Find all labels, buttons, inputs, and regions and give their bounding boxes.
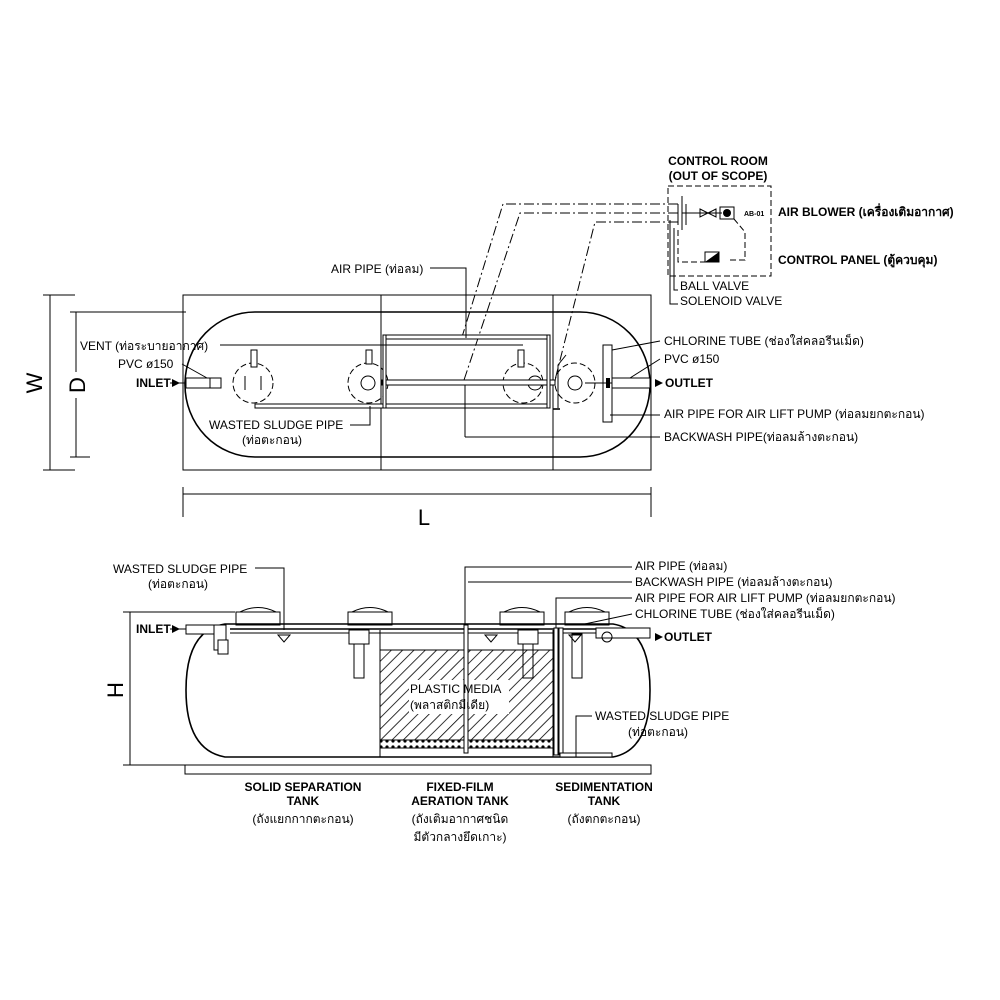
plan-air-header-top bbox=[384, 334, 551, 340]
plan-air-lift-label: AIR PIPE FOR AIR LIFT PUMP (ท่อลมยกตะกอน… bbox=[664, 407, 925, 421]
section-manhole-3 bbox=[499, 607, 545, 626]
section-tank-outline bbox=[185, 623, 651, 758]
svg-text:มีตัวกลางยึดเกาะ): มีตัวกลางยึดเกาะ) bbox=[413, 830, 506, 844]
plan-outlet-label: OUTLET bbox=[665, 376, 714, 390]
svg-text:SOLID SEPARATION: SOLID SEPARATION bbox=[245, 780, 362, 794]
tank-label-solid-separation: SOLID SEPARATION TANK (ถังแยกกากตะกอน) bbox=[245, 780, 362, 826]
dim-h-label: H bbox=[103, 682, 128, 698]
control-room-scope: (OUT OF SCOPE) bbox=[669, 169, 768, 183]
section-base-slab bbox=[184, 764, 652, 775]
plastic-media-label: PLASTIC MEDIA bbox=[410, 682, 501, 696]
plan-outlet-pipe bbox=[611, 377, 651, 389]
solenoid-valve-label: SOLENOID VALVE bbox=[680, 294, 782, 308]
svg-text:FIXED-FILM: FIXED-FILM bbox=[426, 780, 493, 794]
plan-chlorine-tube-label: CHLORINE TUBE (ช่องใส่คลอรีนเม็ด) bbox=[664, 333, 864, 348]
ball-valve-label: BALL VALVE bbox=[680, 279, 749, 293]
plan-dimension-l: L bbox=[182, 487, 652, 530]
svg-text:TANK: TANK bbox=[287, 794, 320, 808]
tank-label-sedimentation: SEDIMENTATION TANK (ถังตกตะกอน) bbox=[555, 780, 653, 826]
air-blower-label: AIR BLOWER (เครื่องเติมอากาศ) bbox=[778, 203, 954, 219]
control-panel-symbol bbox=[677, 230, 720, 263]
section-manhole-4 bbox=[564, 607, 610, 626]
control-room-title: CONTROL ROOM bbox=[668, 154, 768, 168]
control-room: CONTROL ROOM (OUT OF SCOPE) AB-01 AIR BL… bbox=[667, 154, 954, 308]
control-panel-label: CONTROL PANEL (ตู้ควบคุม) bbox=[778, 253, 937, 268]
svg-text:(ถังเติมอากาศชนิด: (ถังเติมอากาศชนิด bbox=[412, 812, 509, 826]
plan-air-header-mid bbox=[381, 379, 556, 386]
control-room-air-pipes bbox=[461, 203, 678, 381]
plan-inlet-label: INLET bbox=[136, 376, 171, 390]
plan-manhole-1 bbox=[232, 362, 274, 404]
svg-text:(ถังแยกกากตะกอน): (ถังแยกกากตะกอน) bbox=[252, 812, 353, 826]
section-view: WASTED SLUDGE PIPE (ท่อตะกอน) INLET AIR … bbox=[103, 559, 896, 844]
plan-vent-label: VENT (ท่อระบายอากาศ) bbox=[80, 339, 208, 353]
section-outlet-label: OUTLET bbox=[664, 630, 713, 644]
section-wasted-sludge-th: (ท่อตะกอน) bbox=[148, 577, 208, 591]
dim-d-label: D bbox=[65, 377, 90, 393]
dim-l-label: L bbox=[418, 505, 430, 530]
svg-text:(ถังตกตะกอน): (ถังตกตะกอน) bbox=[567, 812, 640, 826]
control-room-box bbox=[667, 185, 772, 277]
plan-dimension-w: W bbox=[22, 294, 75, 471]
plan-backwash-label: BACKWASH PIPE(ท่อลมล้างตะกอน) bbox=[664, 430, 858, 444]
tank-label-aeration: FIXED-FILM AERATION TANK (ถังเติมอากาศชน… bbox=[411, 780, 509, 844]
plan-wasted-sludge-th: (ท่อตะกอน) bbox=[242, 433, 302, 447]
section-inlet-label: INLET bbox=[136, 622, 171, 636]
section-wasted-sludge-label: WASTED SLUDGE PIPE bbox=[113, 562, 247, 576]
air-blower-symbol: AB-01 bbox=[677, 196, 764, 261]
svg-text:AERATION TANK: AERATION TANK bbox=[411, 794, 509, 808]
plan-air-pipe-label: AIR PIPE (ท่อลม) bbox=[331, 262, 423, 276]
section-manhole-1 bbox=[235, 607, 281, 626]
plan-pvc-left-label: PVC ø150 bbox=[118, 357, 174, 371]
plan-view: AIR PIPE (ท่อลม) VENT (ท่อระบายอากาศ) PV… bbox=[22, 262, 925, 530]
section-backwash-label: BACKWASH PIPE (ท่อลมล้างตะกอน) bbox=[635, 575, 832, 589]
plan-wasted-sludge-label: WASTED SLUDGE PIPE bbox=[209, 418, 343, 432]
svg-text:TANK: TANK bbox=[588, 794, 621, 808]
section-chlorine-tube-label: CHLORINE TUBE (ช่องใส่คลอรีนเม็ด) bbox=[635, 606, 835, 621]
section-outlet-pipe bbox=[595, 627, 651, 639]
blower-tag: AB-01 bbox=[744, 211, 764, 218]
svg-text:SEDIMENTATION: SEDIMENTATION bbox=[555, 780, 653, 794]
section-wasted-sludge-2-th: (ท่อตะกอน) bbox=[628, 725, 688, 739]
section-wasted-sludge-2-label: WASTED SLUDGE PIPE bbox=[595, 709, 729, 723]
section-dimension-h: H bbox=[103, 611, 235, 766]
plan-air-header-bottom bbox=[254, 403, 548, 409]
plan-pvc-right-label: PVC ø150 bbox=[664, 352, 720, 366]
plastic-media-th: (พลาสติกมีเดีย) bbox=[410, 698, 489, 712]
plan-dimension-d: D bbox=[65, 311, 186, 458]
section-manhole-2 bbox=[347, 607, 393, 626]
dim-w-label: W bbox=[22, 372, 47, 393]
section-air-pipe-label: AIR PIPE (ท่อลม) bbox=[635, 559, 727, 573]
plan-inlet-pipe bbox=[185, 377, 222, 389]
section-air-lift-label: AIR PIPE FOR AIR LIFT PUMP (ท่อลมยกตะกอน… bbox=[635, 591, 896, 605]
